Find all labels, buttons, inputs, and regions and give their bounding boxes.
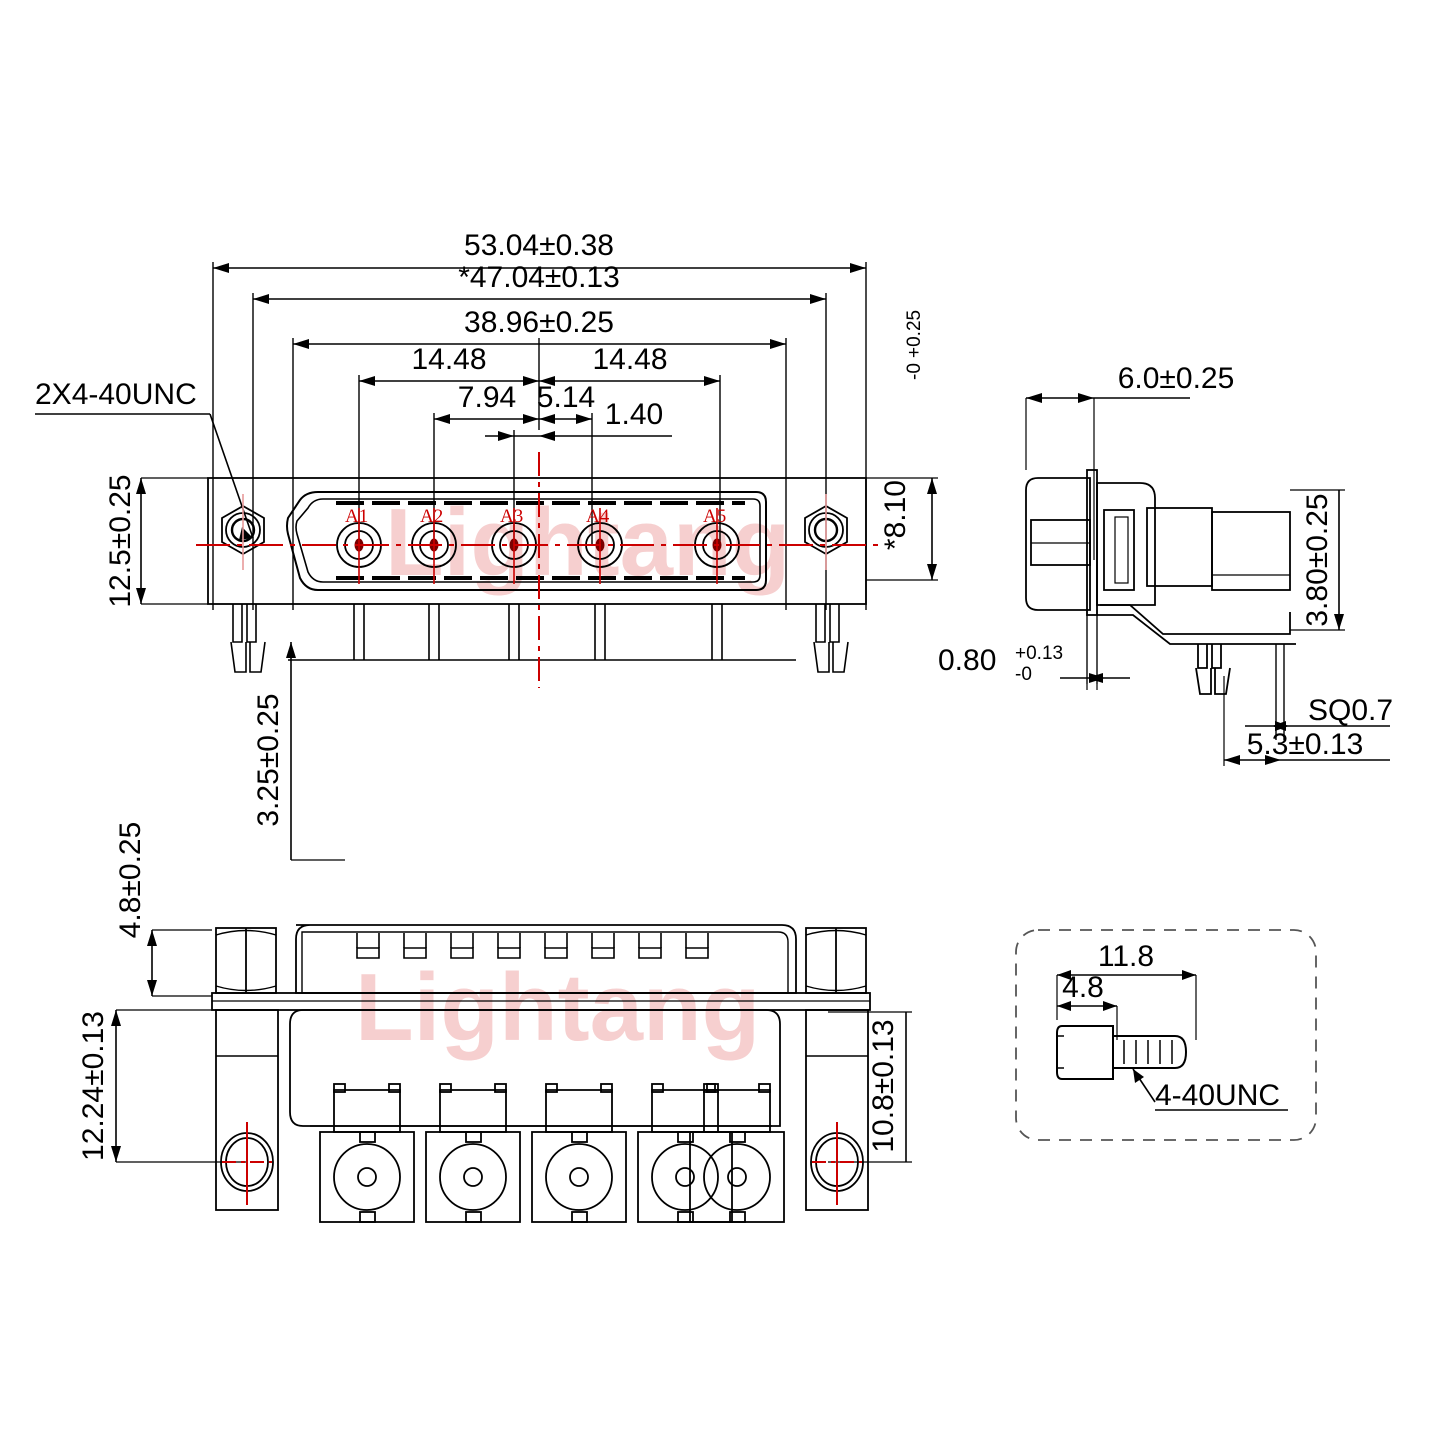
detail-box-border xyxy=(1015,929,1317,1141)
screw-geometry xyxy=(1056,1025,1188,1080)
front-dshell-outer xyxy=(286,491,767,591)
screw-thread-body xyxy=(1112,1035,1188,1069)
bottom-nut-right xyxy=(805,927,867,994)
dim-nut-height: 4.8±0.25 xyxy=(114,822,212,997)
dim-center-to-a4: 5.14 xyxy=(537,381,595,424)
bottom-view-geometry xyxy=(211,924,871,1223)
side-nose-cavity xyxy=(1103,509,1135,591)
dim-left-pin-span-label: 14.48 xyxy=(411,343,486,376)
jackscrew-right-tips xyxy=(813,641,849,673)
dim-screw-overall-length-label: 11.8 xyxy=(1098,940,1154,973)
dim-right-pin-span-label: 14.48 xyxy=(592,343,667,376)
dim-flange-to-pin-row-tol-dn: -0 xyxy=(904,363,925,380)
jackscrew-left-tips xyxy=(230,641,266,673)
side-front-nose xyxy=(1096,482,1156,606)
dim-height-to-center: 12.5±0.25 xyxy=(104,474,208,608)
dim-flange-thickness-tol-up: +0.13 xyxy=(1015,643,1063,664)
bottom-contact-a5 xyxy=(689,1083,785,1223)
dim-height-to-center-label: 12.5±0.25 xyxy=(104,474,137,607)
front-pin-centerlines xyxy=(358,508,718,584)
bottom-contact-a2 xyxy=(425,1083,521,1223)
dim-flange-thickness-tol-dn: -0 xyxy=(1015,664,1032,685)
dim-depth-label: 6.0±0.25 xyxy=(1118,362,1235,395)
side-solder-legs xyxy=(1197,644,1222,669)
side-insulator xyxy=(1146,507,1213,587)
front-view: 53.04±0.38 *47.04±0.13 38.96±0.25 14.48 xyxy=(35,229,938,861)
side-view-geometry xyxy=(1025,469,1296,740)
dim-flange-to-pin-row-label: *8.10 xyxy=(879,480,912,550)
dim-left-hole-to-edge-label: 12.24±0.13 xyxy=(77,1011,110,1161)
dim-a2-to-center-label: 7.94 xyxy=(458,381,516,414)
dim-body-width-label: 38.96±0.25 xyxy=(464,306,614,339)
dim-pin-pitch-offset-label: 5.3±0.13 xyxy=(1247,728,1364,761)
front-pin-a1-label: A1 xyxy=(345,506,368,527)
bottom-contact-a1 xyxy=(319,1083,415,1223)
dim-left-pin-span: 14.48 xyxy=(359,343,539,386)
dim-depth: 6.0±0.25 xyxy=(1025,362,1235,560)
dim-right-hole-to-edge: 10.8±0.13 xyxy=(828,1011,912,1163)
jackscrew-right-legs xyxy=(815,604,840,643)
dim-flange-thickness: 0.80 +0.13 -0 xyxy=(938,610,1130,685)
bottom-contact-a3 xyxy=(531,1083,627,1223)
dim-screw-head-length: 4.8 xyxy=(1057,971,1118,1040)
front-pin-a4-label: A4 xyxy=(586,506,610,527)
front-dshell-inner xyxy=(295,498,761,583)
dim-overall-width: 53.04±0.38 xyxy=(213,229,866,273)
front-flange-plate xyxy=(207,477,867,605)
front-pin-a2-label: A2 xyxy=(420,506,443,527)
dim-left-hole-to-edge: 12.24±0.13 xyxy=(77,1009,248,1163)
bottom-centerlines xyxy=(222,1122,862,1205)
bottom-nut-left xyxy=(215,927,277,994)
side-solder-tips xyxy=(1195,667,1231,695)
dim-screw-overall-length: 11.8 xyxy=(1056,940,1197,1040)
note-screw-thread-spec: 4-40UNC xyxy=(1132,1068,1288,1112)
dim-pin-height: 3.80±0.25 xyxy=(1290,489,1345,631)
side-shield-arm xyxy=(1100,604,1291,635)
dim-flange-to-pin-row-tol-up: +0.25 xyxy=(904,310,925,358)
dim-right-hole-to-edge-label: 10.8±0.13 xyxy=(867,1019,900,1152)
side-shield-arm-inner xyxy=(1097,614,1296,645)
front-solder-tails xyxy=(353,604,723,660)
bottom-view: 4.8±0.25 12.24±0.13 10.8±0.13 xyxy=(77,822,912,1223)
dim-small-offset: 1.40 xyxy=(485,398,672,441)
bottom-dshell xyxy=(289,1009,781,1127)
bottom-contact-a4 xyxy=(637,1083,733,1223)
bottom-barrel-left xyxy=(215,1009,279,1211)
dim-flange-to-pin-row: *8.10 +0.25 -0 xyxy=(866,310,938,581)
dim-flange-hole-span-label: *47.04±0.13 xyxy=(458,261,620,294)
dim-small-offset-label: 1.40 xyxy=(605,398,663,431)
front-pin-a5-label: A5 xyxy=(703,506,726,527)
jackscrew-detail: 11.8 4.8 4- xyxy=(1015,929,1317,1141)
front-jackscrew-centerlines xyxy=(242,494,827,570)
dim-pin-section: SQ0.7 5.3±0.13 xyxy=(1223,676,1393,766)
dim-overall-width-label: 53.04±0.38 xyxy=(464,229,614,262)
front-pin-a3-label: A3 xyxy=(500,506,523,527)
dim-pin-cross-section-label: SQ0.7 xyxy=(1308,694,1393,727)
side-view: 6.0±0.25 3.80±0.25 0.80 +0.13 -0 SQ0.7 xyxy=(938,362,1393,766)
note-screw-thread-spec-label: 4-40UNC xyxy=(1155,1079,1280,1112)
screw-head xyxy=(1056,1025,1114,1080)
dim-nut-height-label: 4.8±0.25 xyxy=(114,822,147,939)
side-rear-shell xyxy=(1025,477,1091,611)
side-body-block xyxy=(1211,511,1291,591)
dim-center-to-a4-label: 5.14 xyxy=(537,381,595,414)
dim-body-to-board-label: 3.25±0.25 xyxy=(252,693,285,826)
dim-flange-thickness-label: 0.80 xyxy=(938,644,996,677)
jackscrew-left-legs xyxy=(232,604,257,643)
note-jackscrew-thread-label: 2X4-40UNC xyxy=(35,378,197,411)
dim-right-pin-span: 14.48 xyxy=(539,343,720,386)
bottom-barrel-right xyxy=(805,1009,869,1211)
dim-screw-head-length-label: 4.8 xyxy=(1062,971,1104,1004)
dim-body-width: 38.96±0.25 xyxy=(293,306,786,349)
dim-pin-height-label: 3.80±0.25 xyxy=(1301,493,1334,626)
dim-body-to-board: 3.25±0.25 xyxy=(252,642,345,861)
dim-a2-to-center: 7.94 xyxy=(434,381,539,424)
note-jackscrew-thread: 2X4-40UNC xyxy=(35,378,254,540)
dim-flange-hole-span: *47.04±0.13 xyxy=(253,261,826,304)
watermark-bottom: Lightang xyxy=(355,954,760,1061)
